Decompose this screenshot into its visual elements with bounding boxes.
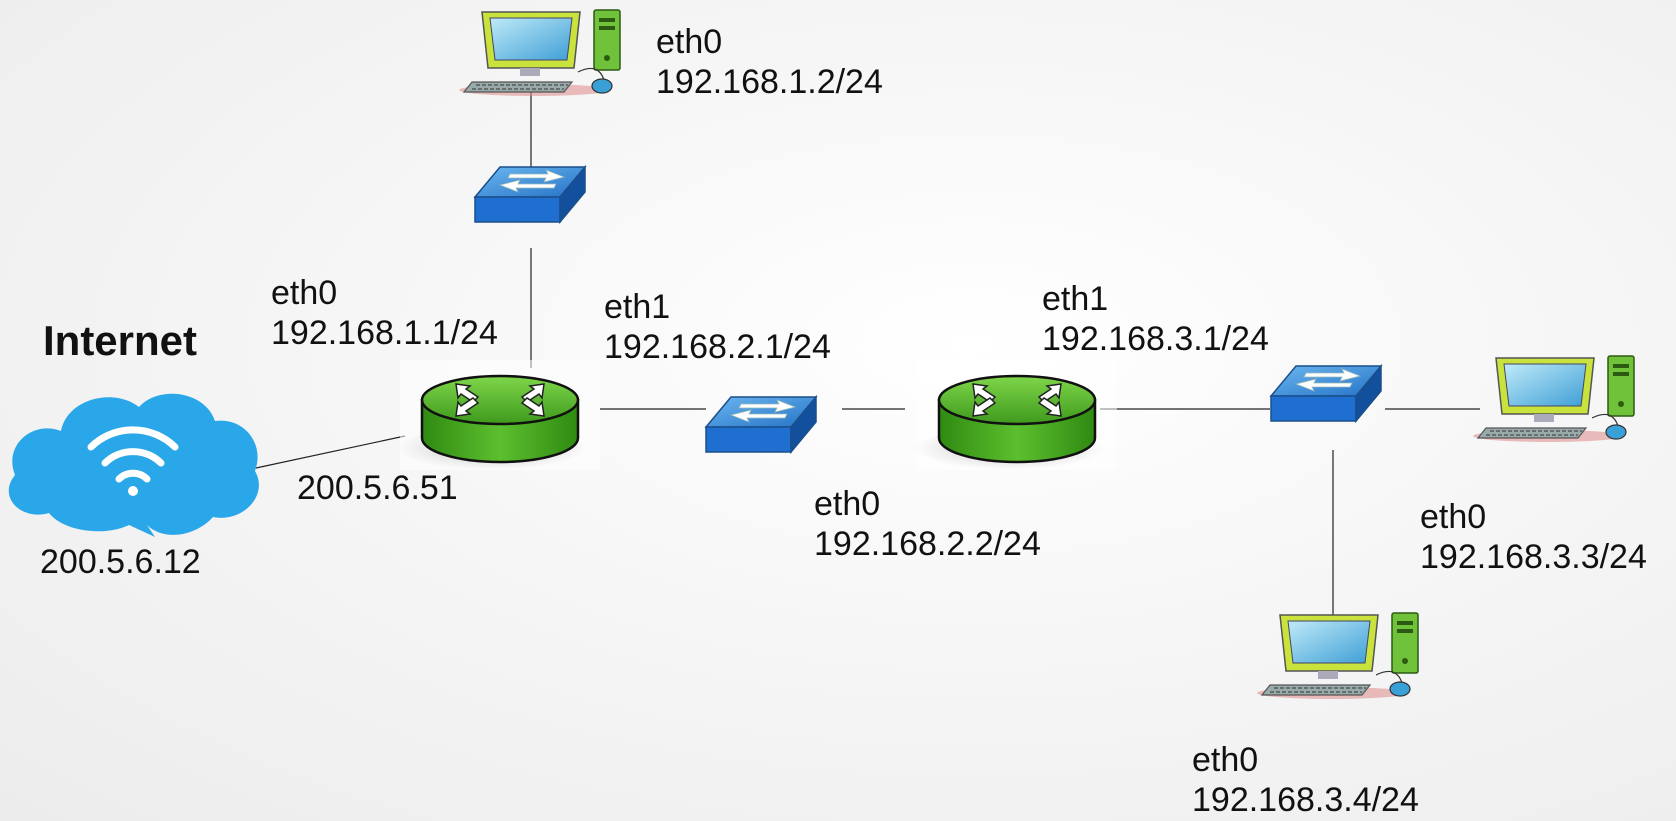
router2-eth0-label: eth0 192.168.2.2/24 (814, 484, 1041, 564)
router-1 (395, 358, 602, 472)
wifi-icon (87, 426, 179, 496)
pc-right-iface: eth0 (1420, 498, 1487, 536)
pc-right-ip: 192.168.3.3/24 (1420, 538, 1647, 576)
internet-ip: 200.5.6.12 (40, 543, 201, 581)
pc-top-ip: 192.168.1.2/24 (656, 63, 883, 101)
router1-eth1-ip: 192.168.2.1/24 (604, 328, 831, 366)
internet-title: Internet (43, 317, 198, 364)
pc-bottom-label: eth0 192.168.3.4/24 (1192, 740, 1419, 820)
pc-top-label: eth0 192.168.1.2/24 (656, 22, 883, 102)
router-2 (912, 358, 1119, 472)
router2-eth1-iface: eth1 (1042, 280, 1109, 318)
router1-eth0-iface: eth0 (271, 274, 338, 312)
switch-2 (705, 396, 817, 453)
link-cloud-router1 (255, 435, 406, 469)
router2-eth1-ip: 192.168.3.1/24 (1042, 320, 1269, 358)
pc-right (1472, 355, 1635, 443)
pc-bottom-ip: 192.168.3.4/24 (1192, 781, 1419, 819)
router2-eth1-label: eth1 192.168.3.1/24 (1042, 279, 1269, 359)
pc-right-label: eth0 192.168.3.3/24 (1420, 497, 1647, 577)
pc-bottom (1256, 612, 1419, 700)
switch-1 (474, 166, 586, 223)
switch-3 (1270, 365, 1382, 422)
pc-bottom-iface: eth0 (1192, 741, 1259, 779)
router2-eth0-ip: 192.168.2.2/24 (814, 525, 1041, 563)
pc-top-iface: eth0 (656, 23, 723, 61)
router2-eth0-iface: eth0 (814, 485, 881, 523)
router1-wan-ip: 200.5.6.51 (297, 469, 458, 507)
router1-eth0-label: eth0 192.168.1.1/24 (271, 273, 498, 353)
router1-eth1-iface: eth1 (604, 288, 671, 326)
router1-eth0-ip: 192.168.1.1/24 (271, 314, 498, 352)
router1-eth1-label: eth1 192.168.2.1/24 (604, 287, 831, 367)
internet-cloud (8, 393, 259, 537)
pc-top (458, 9, 621, 97)
